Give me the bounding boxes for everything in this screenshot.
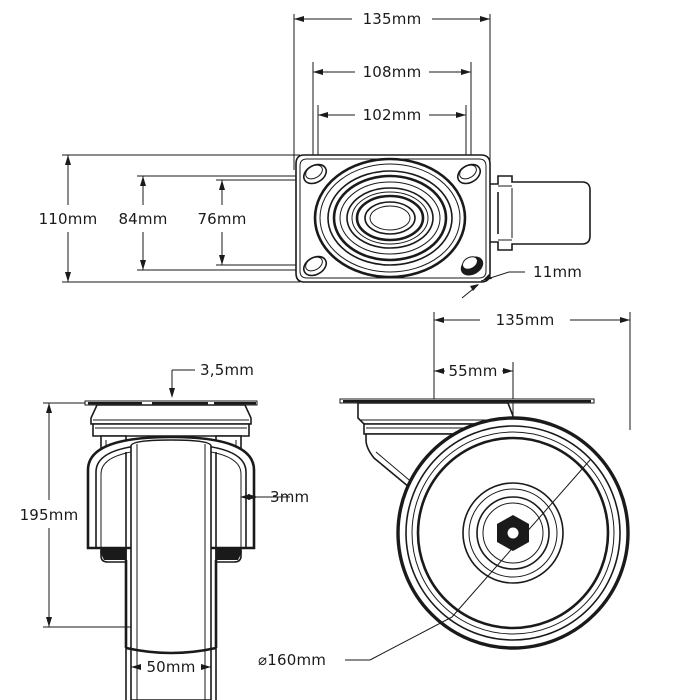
dim-hole-spacing-inner: 102mm [318,106,466,124]
mounting-hole-bottom-right [460,256,484,276]
dim-wheel-width: 50mm [130,658,212,676]
front-view-group: 3,5mm 195mm [20,361,309,700]
dim-label-hole-width-inner: 76mm [197,210,246,228]
dim-plate-width: 110mm [39,155,98,282]
dim-label-wheel-width: 50mm [146,658,195,676]
front-view-wheel [86,435,256,700]
dim-label-offset: 55mm [448,362,497,380]
top-view-group: 135mm 108mm 102mm 110mm [39,10,591,299]
dim-plate-length-side: 135mm [434,311,630,329]
dim-hole-spacing-outer: 108mm [313,63,471,81]
dim-plate-length-top: 135mm [294,10,490,28]
side-view-group: 135mm 55mm [258,311,631,669]
top-view-extension-lines [62,14,491,283]
dim-label-plate-thickness: 3,5mm [200,361,254,379]
dim-label-hole-width-outer: 84mm [118,210,167,228]
top-view-fork-body [488,175,591,251]
dim-overall-height: 195mm [20,402,150,628]
dim-plate-thickness: 3,5mm [169,361,254,398]
dim-label-overall-height: 195mm [20,506,79,524]
dim-label-hole-spacing-outer: 108mm [363,63,422,81]
dim-hole-width-outer: 84mm [118,176,167,270]
dim-offset: 55mm [434,362,513,380]
side-view-wheel [396,416,630,650]
dim-label-wheel-diameter: ⌀160mm [258,651,326,669]
mounting-hole-top-right [456,163,482,185]
dim-label-plate-length-side: 135mm [496,311,555,329]
dim-wheel-diameter-leader: ⌀160mm [258,459,591,669]
dim-label-tread-clearance: 3mm [270,488,309,506]
dim-label-plate-width: 110mm [39,210,98,228]
front-view-mounting-plate [84,400,258,437]
dim-tread-clearance: 3mm [240,488,309,506]
dim-label-plate-length-top: 135mm [363,10,422,28]
dim-hole-size-leader: 11mm [461,263,582,299]
dim-label-hole-size: 11mm [533,263,582,281]
top-view-swivel-bearing-rings [313,157,467,279]
mounting-hole-bottom-left [302,255,328,277]
dim-hole-width-inner: 76mm [197,180,246,265]
top-view-mounting-holes [302,163,484,277]
mounting-hole-top-left [302,163,328,185]
dim-label-hole-spacing-inner: 102mm [363,106,422,124]
